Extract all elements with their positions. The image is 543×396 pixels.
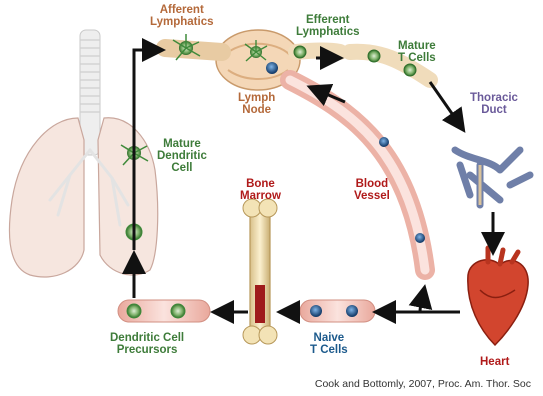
bone — [243, 199, 277, 344]
blood-vessel — [290, 80, 425, 270]
afferent-lymphatic-tube — [165, 48, 222, 52]
citation: Cook and Bottomly, 2007, Proc. Am. Thor.… — [315, 378, 531, 390]
flow-arrows — [134, 50, 493, 312]
label-heart: Heart — [480, 356, 509, 368]
heart — [468, 248, 528, 345]
thoracic-duct — [455, 150, 530, 205]
